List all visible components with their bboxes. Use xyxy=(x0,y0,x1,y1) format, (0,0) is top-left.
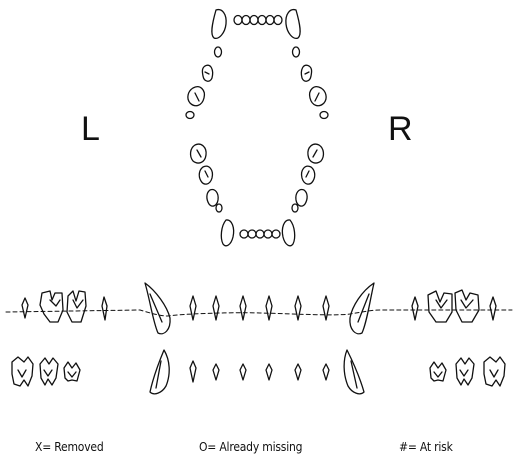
legend-already-missing: O= Already missing xyxy=(199,440,302,454)
lower-incisors xyxy=(240,230,280,238)
upper-right-premolars xyxy=(293,47,329,119)
lateral-upper-row xyxy=(6,283,512,334)
legend-removed: X= Removed xyxy=(35,440,103,454)
lateral-upper-left-canine xyxy=(145,283,170,334)
left-side-label: L xyxy=(81,112,100,146)
upper-right-canine xyxy=(286,10,300,39)
legend-at-risk: #= At risk xyxy=(399,440,453,454)
upper-left-canine xyxy=(212,10,226,39)
upper-incisors xyxy=(234,16,282,25)
lateral-upper-right-canine xyxy=(350,283,374,334)
upper-left-premolars xyxy=(186,47,222,119)
lower-left-canine xyxy=(221,220,233,246)
occlusal-view xyxy=(186,10,328,246)
lower-left-teeth xyxy=(191,144,222,212)
right-side-label: R xyxy=(388,112,413,146)
gum-line xyxy=(6,310,512,316)
lateral-lower-row xyxy=(12,350,505,394)
lower-right-canine xyxy=(282,220,294,246)
lower-right-teeth xyxy=(292,144,323,212)
